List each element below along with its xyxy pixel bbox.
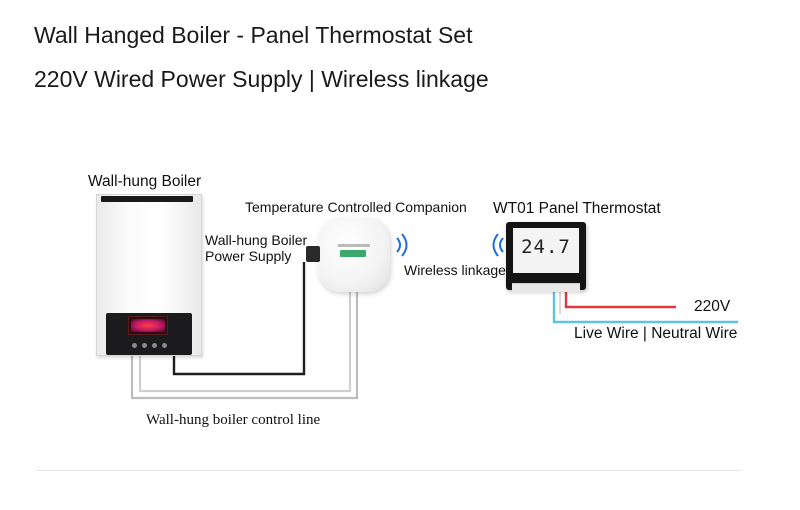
live-wire — [564, 291, 676, 309]
control-line-inner — [138, 272, 352, 393]
thermostat-label: WT01 Panel Thermostat — [493, 200, 661, 217]
power-supply-line — [172, 262, 306, 376]
power-supply-label-line1: Wall-hung Boiler — [205, 232, 308, 248]
thermostat-terminal-base — [512, 283, 580, 292]
boiler-knob — [142, 343, 147, 348]
divider — [36, 470, 742, 471]
companion-terminal-block — [340, 250, 366, 257]
companion-label: Temperature Controlled Companion — [245, 199, 467, 215]
wifi-signal-icon — [492, 233, 504, 257]
boiler-knob — [132, 343, 137, 348]
control-line-outer — [130, 272, 359, 400]
boiler-knob — [152, 343, 157, 348]
thermostat-screen — [513, 228, 579, 273]
page-title: Wall Hanged Boiler - Panel Thermostat Se… — [34, 22, 473, 48]
power-plug-icon — [306, 246, 320, 262]
power-supply-label: Wall-hung Boiler Power Supply — [205, 232, 307, 264]
boiler-top-vent — [101, 196, 193, 202]
voltage-label: 220V — [694, 298, 731, 315]
wireless-linkage-label: Wireless linkage — [404, 262, 506, 278]
boiler-display-glow — [131, 319, 165, 332]
page-subtitle: 220V Wired Power Supply | Wireless linka… — [34, 66, 489, 92]
companion-logo — [338, 244, 370, 247]
power-supply-label-line2: Power Supply — [205, 248, 292, 264]
boiler-label: Wall-hung Boiler — [88, 173, 202, 190]
neutral-wire — [552, 291, 738, 324]
boiler-knob — [162, 343, 167, 348]
wifi-signal-icon — [396, 233, 408, 257]
wires-label: Live Wire | Neutral Wire — [574, 325, 738, 342]
thermostat-temperature: 24.7 — [521, 236, 571, 258]
control-line-label: Wall-hung boiler control line — [146, 412, 321, 428]
